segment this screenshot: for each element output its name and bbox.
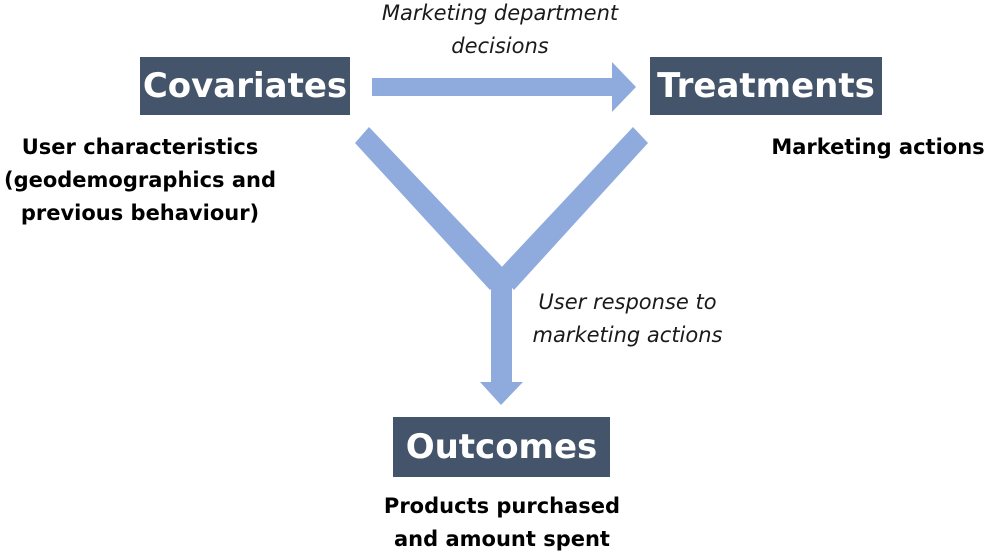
edge-label-line: User response to [538, 290, 717, 314]
branch-from-treatments [497, 127, 648, 290]
node-title: Treatments [657, 66, 875, 106]
description-line: (geodemographics and [3, 168, 277, 192]
edge-label-line: Marketing department [381, 1, 619, 25]
arrow-shaft [372, 78, 612, 96]
outcomes-description: Products purchased and amount spent [362, 490, 642, 556]
node-outcomes: Outcomes [393, 417, 610, 477]
description-line: Marketing actions [771, 135, 985, 159]
description-line: Products purchased [383, 494, 621, 518]
converging-arrow-to-outcomes [355, 127, 648, 405]
description-line: previous behaviour) [20, 201, 260, 225]
edge-label-decisions: Marketing department decisions [340, 0, 660, 63]
branch-from-covariates [355, 127, 507, 290]
arrow-head [612, 62, 636, 112]
arrow-covariates-to-treatments [372, 62, 636, 112]
description-line: and amount spent [394, 527, 610, 551]
node-treatments: Treatments [650, 57, 882, 115]
node-title: Covariates [142, 66, 348, 106]
edge-label-line: decisions [451, 34, 549, 58]
stem [491, 272, 512, 384]
covariates-description: User characteristics (geodemographics an… [0, 131, 280, 230]
node-covariates: Covariates [140, 57, 350, 115]
arrow-head [480, 382, 523, 405]
edge-label-response: User response to marketing actions [505, 286, 750, 352]
node-title: Outcomes [405, 427, 598, 467]
treatments-description: Marketing actions [764, 131, 992, 164]
edge-label-line: marketing actions [532, 323, 723, 347]
description-line: User characteristics [21, 135, 259, 159]
